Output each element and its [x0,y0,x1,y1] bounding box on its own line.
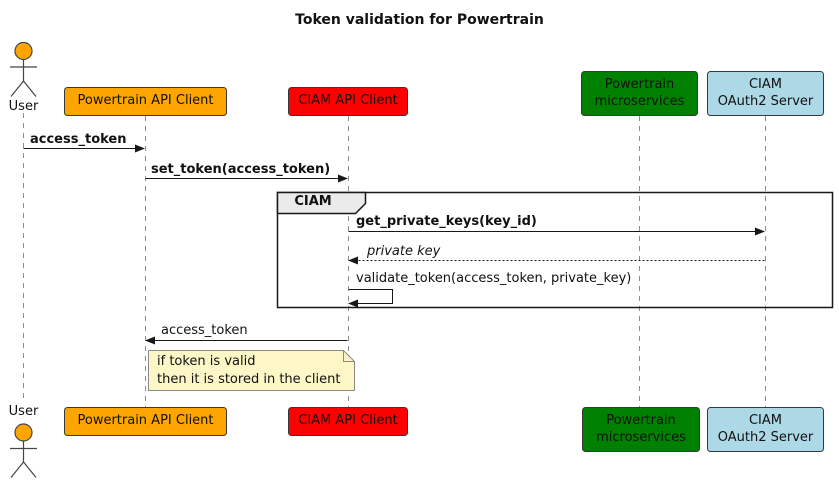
arrowhead-left-icon [145,336,155,345]
participant-label: Powertrain API Client [77,93,214,109]
message-private-key-return: private key [367,244,441,259]
group-label-ciam: CIAM [294,194,332,209]
arrowhead-left-icon [348,299,358,308]
message-set-token: set_token(access_token) [151,162,331,177]
arrowhead-right-icon [755,227,765,236]
actor-label-user-top: User [8,99,39,114]
participant-powertrain-api-client-bottom: Powertrain API Client [64,407,227,436]
note-shape [148,350,355,391]
arrow-validate-token-self [348,289,393,308]
note-text: if token is valid then it is stored in t… [157,353,341,389]
note-line-1: if token is valid [157,354,256,369]
participant-label: Powertrain API Client [77,413,214,429]
message-validate-token: validate_token(access_token, private_key… [356,271,632,286]
participant-ciam-oauth2-server-top: CIAM OAuth2 Server [707,71,824,116]
note-dogear-icon [343,350,355,362]
actor-label-user-bottom: User [8,404,39,419]
arrow-get-private-keys [348,227,765,236]
participant-powertrain-microservices-top: Powertrain microservices [581,71,698,116]
user-actor-figure-top [10,41,37,97]
message-get-private-keys: get_private_keys(key_id) [356,214,537,229]
arrow-private-key-return [348,256,765,265]
group-header-pentagon [276,191,367,215]
participant-label: CIAM API Client [298,413,398,429]
arrowhead-left-icon [348,256,358,265]
participant-label-line1: CIAM [748,413,783,429]
actor-head-icon [14,41,33,61]
participant-label-line1: CIAM [748,77,783,93]
participant-ciam-api-client-top: CIAM API Client [288,87,408,116]
message-access-token-return: access_token [161,323,248,338]
actor-head-icon [14,423,33,442]
participant-label-line2: OAuth2 Server [717,429,814,445]
arrow-set-token [145,174,348,183]
diagram-title: Token validation for Powertrain [295,12,544,28]
participant-label-line1: Powertrain [604,77,675,93]
group-frame-ciam [276,191,834,309]
message-access-token-request: access_token [30,132,127,147]
arrow-access-token-request [23,144,145,153]
user-actor-figure-bottom [10,423,37,478]
participant-powertrain-microservices-bottom: Powertrain microservices [582,407,700,452]
participant-label-line1: Powertrain [606,413,676,429]
participant-ciam-api-client-bottom: CIAM API Client [288,407,408,436]
participant-label-line2: microservices [594,93,685,109]
participant-label-line2: microservices [596,429,686,445]
arrowhead-right-icon [338,174,348,183]
participant-powertrain-api-client-top: Powertrain API Client [64,87,227,116]
note-line-2: then it is stored in the client [157,372,341,387]
participant-ciam-oauth2-server-bottom: CIAM OAuth2 Server [707,407,824,452]
participant-label: CIAM API Client [298,93,398,109]
participant-label-line2: OAuth2 Server [717,93,814,109]
arrowhead-right-icon [135,144,145,153]
arrow-access-token-return [145,336,348,345]
